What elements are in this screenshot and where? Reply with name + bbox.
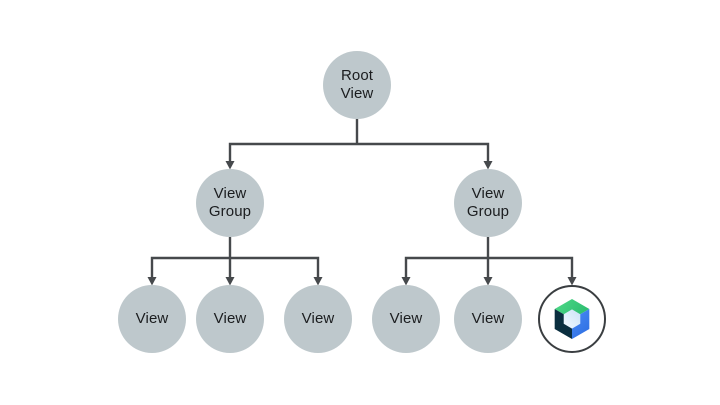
node-view-left-2-label: View [213,310,247,327]
arrowhead-view-r2 [483,277,493,286]
edge-root-to-groups [228,119,490,164]
node-view-right-1-label: View [389,310,423,327]
arrowhead-group-right [483,161,493,170]
node-view-right-2: View [454,285,522,353]
node-view-left-3: View [284,285,352,353]
jetpack-compose-logo-icon [554,299,590,339]
arrowhead-view-l3 [313,277,323,286]
node-root-view-label: Root View [340,67,374,102]
arrowhead-view-l1 [147,277,157,286]
node-view-group-left-label: View Group [208,185,252,220]
node-view-left-2: View [196,285,264,353]
arrowhead-view-l2 [225,277,235,286]
edge-right-group-to-views [404,237,574,280]
node-view-right-1: View [372,285,440,353]
node-view-left-1-label: View [135,310,169,327]
node-view-group-left: View Group [196,169,264,237]
node-view-group-right: View Group [454,169,522,237]
node-view-left-3-label: View [301,310,335,327]
node-root-view: Root View [323,51,391,119]
arrowhead-compose [567,277,577,286]
edge-left-group-to-views [150,237,320,280]
node-view-left-1: View [118,285,186,353]
node-view-group-right-label: View Group [466,185,510,220]
node-compose [538,285,606,353]
arrowhead-group-left [225,161,235,170]
node-view-right-2-label: View [471,310,505,327]
arrowhead-view-r1 [401,277,411,286]
